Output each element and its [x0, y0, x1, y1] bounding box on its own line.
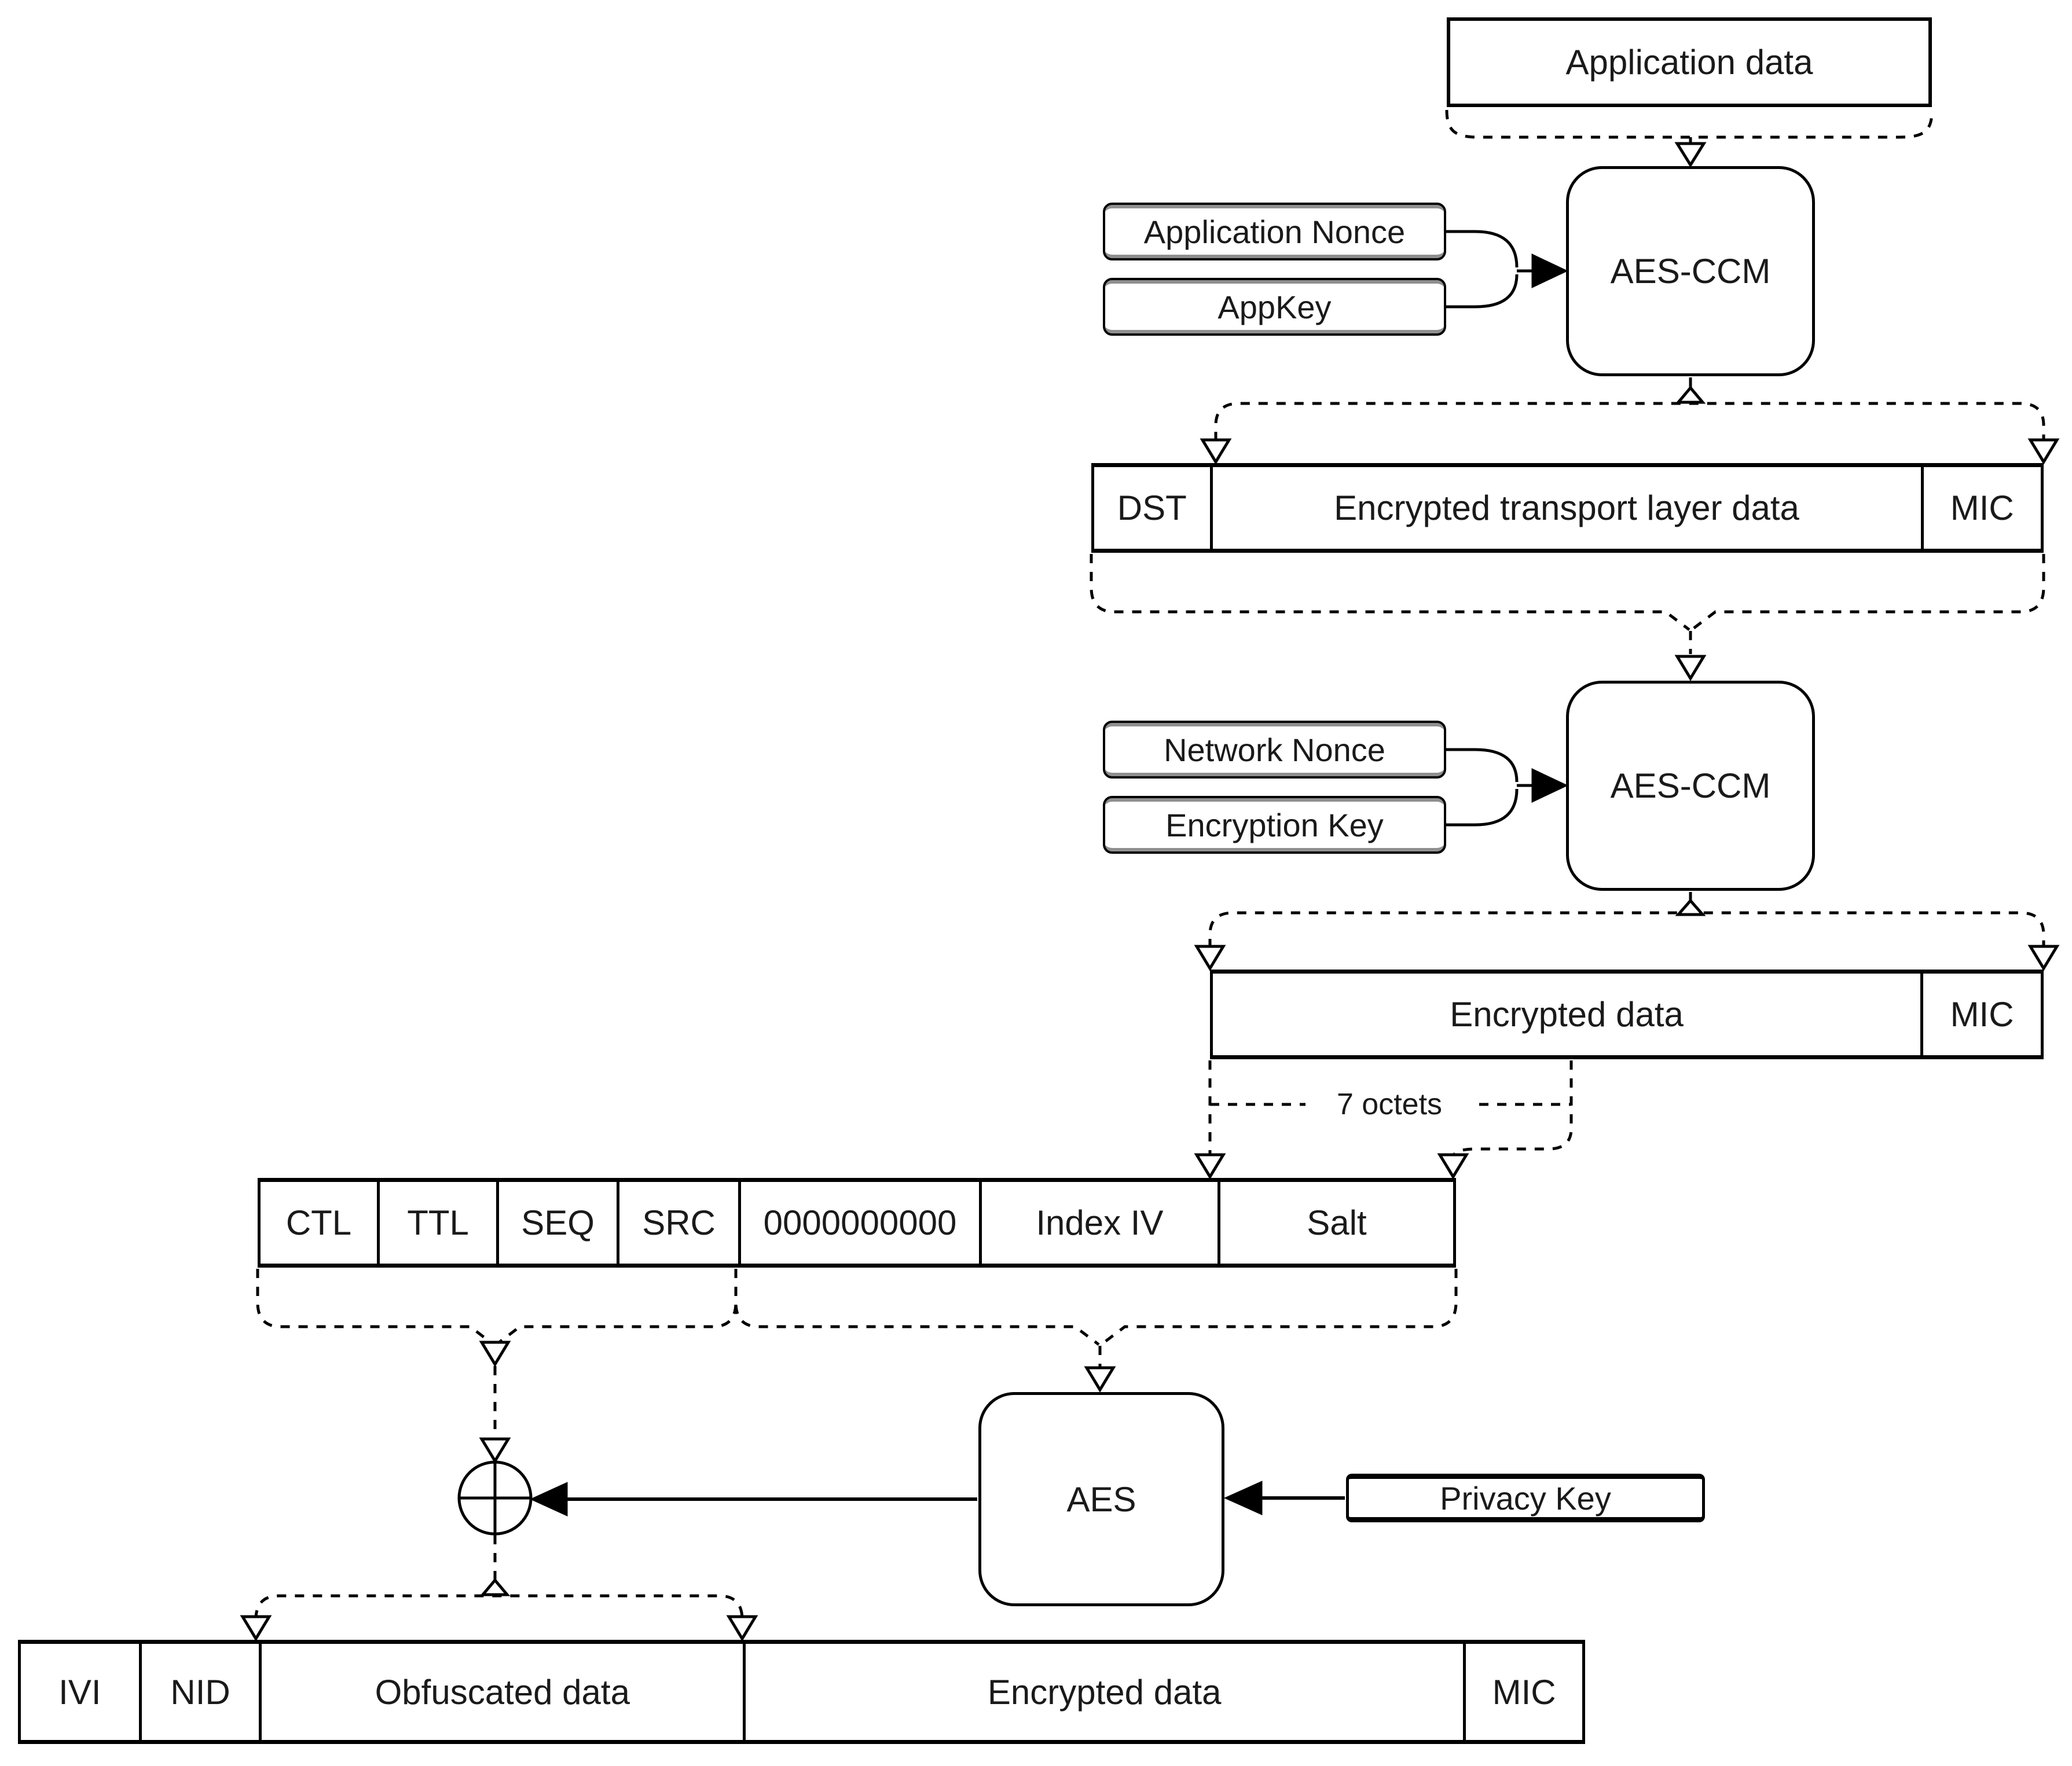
cell-seq: SEQ: [499, 1182, 620, 1264]
bracket-aes-ccm-lower-to-network-row: [1208, 892, 2045, 948]
arrow-up-from-xor: [479, 1578, 511, 1596]
aes-box: AES: [978, 1392, 1224, 1606]
cell-index-iv: Index IV: [982, 1182, 1220, 1264]
cell-encrypted-transport-layer-data: Encrypted transport layer data: [1213, 467, 1924, 549]
arrow-up-from-aes-ccm-upper: [1675, 385, 1706, 404]
brace-network-inputs: [1446, 748, 1534, 827]
cell-salt: Salt: [1307, 1203, 1367, 1242]
arrow-left-into-aes: [1223, 1481, 1263, 1515]
arrow-right-into-aes-ccm-lower: [1531, 768, 1568, 803]
aes-ccm-lower-box: AES-CCM: [1566, 681, 1815, 891]
arrow-down-into-xor: [479, 1437, 511, 1464]
cell-network-mic: MIC: [1950, 995, 2014, 1034]
cell-zero-padding: 0000000000: [741, 1182, 982, 1264]
arrow-down-network-right: [2027, 945, 2060, 971]
arrow-down-network-left: [1194, 945, 1226, 971]
transport-pdu-row: DST Encrypted transport layer data MIC: [1091, 463, 2044, 553]
arrow-down-into-aes-ccm-upper: [1674, 142, 1707, 168]
arrow-down-transport-left: [1200, 438, 1232, 465]
arrow-down-transport-right: [2027, 438, 2060, 465]
network-encrypted-row: Encrypted data MIC: [1210, 970, 2044, 1059]
arrow-down-obfuscated-left: [240, 1615, 272, 1642]
bracket-nonce-to-aes: [734, 1269, 1458, 1368]
brace-application-inputs: [1446, 230, 1534, 309]
appkey-box: AppKey: [1103, 278, 1446, 336]
arrow-down-salt-left: [1194, 1153, 1226, 1180]
aes-ccm-upper-box: AES-CCM: [1566, 166, 1815, 376]
cell-obfuscated-data: Obfuscated data: [262, 1644, 746, 1740]
cell-encrypted-data: Encrypted data: [1213, 974, 1924, 1055]
application-nonce-box: Application Nonce: [1103, 203, 1446, 260]
arrow-left-into-xor: [529, 1482, 568, 1517]
cell-src: SRC: [619, 1182, 742, 1264]
arrow-down-xor-mid: [479, 1341, 511, 1367]
privacy-key-box: Privacy Key: [1346, 1474, 1705, 1522]
bracket-transport-row-to-aes-ccm-lower: [1090, 554, 2045, 654]
bracket-header-to-xor: [256, 1269, 738, 1438]
arrow-down-into-aes-ccm-lower: [1674, 655, 1707, 681]
cell-pdu-mic: MIC: [1492, 1672, 1556, 1712]
arrow-up-from-aes-ccm-lower: [1675, 898, 1706, 916]
arrow-right-into-aes-ccm-upper: [1531, 254, 1568, 288]
cell-ctl: CTL: [261, 1182, 380, 1264]
bracket-aes-ccm-upper-to-transport-row: [1214, 377, 2045, 441]
cell-pdu-encrypted-data: Encrypted data: [746, 1644, 1466, 1740]
bracket-xor-to-obfuscated-data: [254, 1535, 744, 1620]
encryption-key-box: Encryption Key: [1103, 796, 1446, 854]
seven-octets-label: 7 octets: [1305, 1085, 1473, 1124]
cell-ttl: TTL: [380, 1182, 500, 1264]
application-data-box: Application data: [1447, 17, 1932, 107]
cell-transport-mic: MIC: [1950, 489, 2014, 527]
cell-ivi: IVI: [21, 1644, 142, 1740]
arrow-down-salt-right: [1437, 1153, 1469, 1180]
cell-nid: NID: [142, 1644, 262, 1740]
network-pdu-row: IVI NID Obfuscated data Encrypted data M…: [18, 1640, 1585, 1744]
network-nonce-box: Network Nonce: [1103, 721, 1446, 779]
bracket-application-data-to-aes-ccm: [1445, 109, 1934, 145]
arrow-down-into-aes: [1084, 1366, 1116, 1393]
xor-circle-plus-icon: [457, 1460, 533, 1536]
arrow-down-obfuscated-right: [726, 1615, 758, 1642]
nonce-composition-row: CTL TTL SEQ SRC 0000000000 Index IV Salt: [258, 1178, 1456, 1268]
cell-dst: DST: [1094, 467, 1213, 549]
